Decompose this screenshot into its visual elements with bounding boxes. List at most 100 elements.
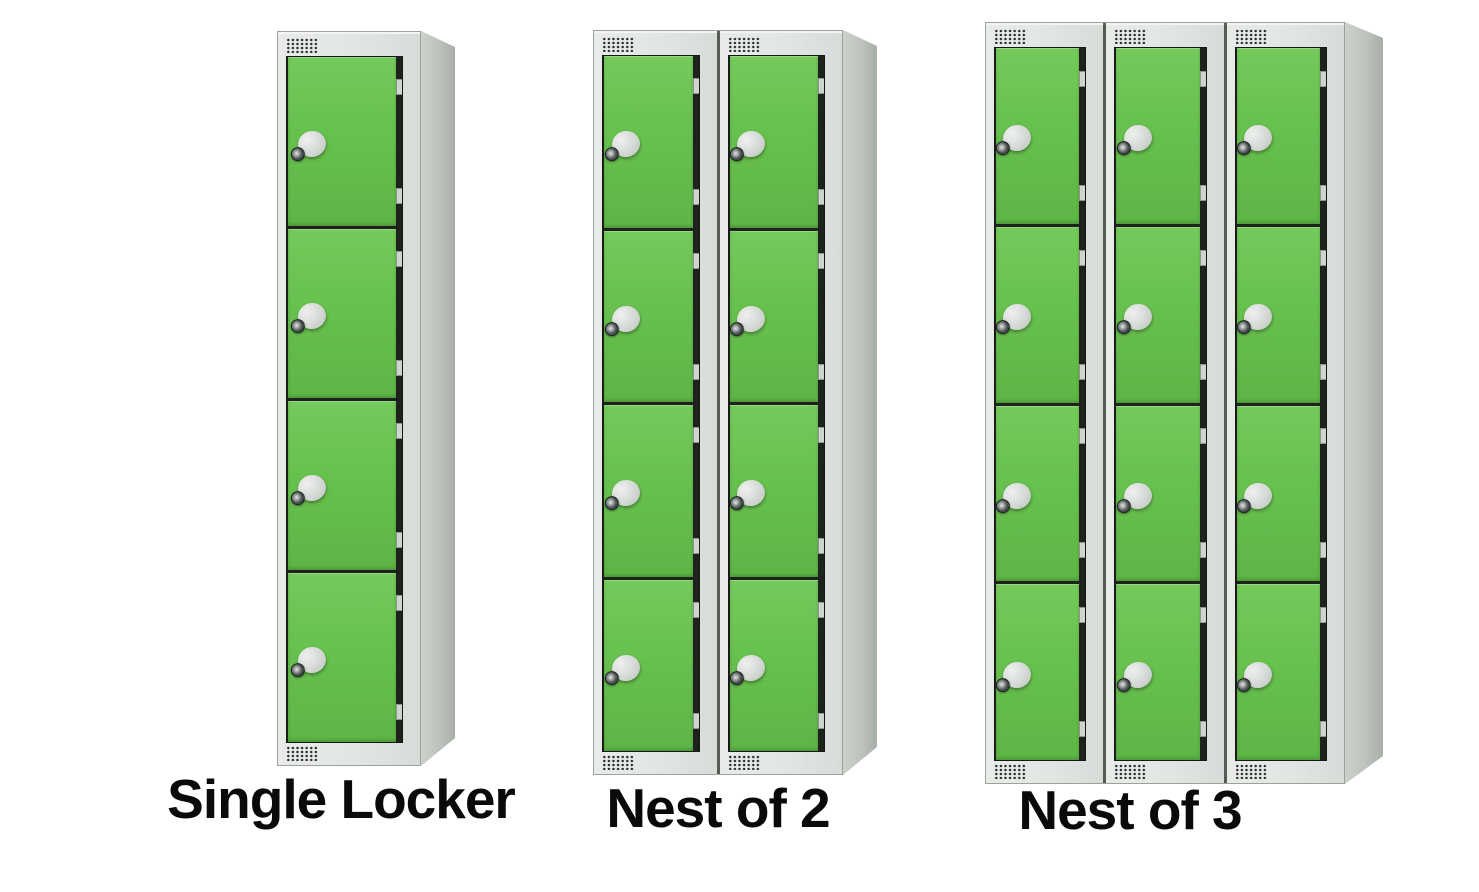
group-label: Single Locker <box>167 768 516 830</box>
door-hinge-icon <box>1319 70 1326 87</box>
key-lock-icon <box>994 676 1012 694</box>
door-hinge-icon <box>1079 184 1086 201</box>
door-handle-icon <box>994 301 1034 336</box>
vent-grille-icon <box>994 764 1026 779</box>
door-hinge-icon <box>396 78 402 95</box>
door-stack <box>286 56 403 743</box>
vent-grille-icon <box>1234 29 1267 44</box>
locker-column <box>986 23 1104 783</box>
door-hinge-icon <box>1079 70 1086 87</box>
key-lock-icon <box>1115 497 1132 515</box>
group-nest-of-3: Nest of 3 <box>937 14 1345 839</box>
key-lock-icon <box>728 320 746 338</box>
vent-grille-icon <box>1114 29 1147 44</box>
key-lock-icon <box>603 146 621 163</box>
door-hinge-icon <box>1319 428 1326 445</box>
door-handle-icon <box>289 472 329 507</box>
locker-door <box>288 229 402 398</box>
door-hinge-icon <box>1079 428 1086 445</box>
door-hinge-icon <box>692 189 699 206</box>
door-hinge-icon <box>1199 184 1206 201</box>
door-hinge-icon <box>818 712 824 729</box>
key-lock-icon <box>994 140 1012 157</box>
vent-grille-icon <box>286 38 318 53</box>
cabinet-front <box>985 22 1345 784</box>
door-hinge-icon <box>818 252 824 269</box>
door-handle-icon <box>289 644 329 679</box>
locker-door <box>1235 48 1326 224</box>
door-hinge-icon <box>396 532 402 549</box>
door-hinge-icon <box>692 538 699 555</box>
locker-door <box>728 230 824 402</box>
vent-grille-icon <box>602 37 634 52</box>
door-handle-icon <box>728 652 768 687</box>
door-handle-icon <box>1235 658 1275 694</box>
key-lock-icon <box>728 669 746 687</box>
door-handle-icon <box>1115 122 1155 157</box>
group-label: Nest of 2 <box>606 777 830 839</box>
locker-door <box>728 579 824 751</box>
door-hinge-icon <box>818 78 824 95</box>
locker-door <box>1115 48 1206 224</box>
group-nest-of-2: Nest of 2 <box>545 30 843 837</box>
locker-door <box>288 401 402 570</box>
key-lock-icon <box>603 495 621 512</box>
door-hinge-icon <box>396 422 402 439</box>
door-handle-icon <box>994 122 1034 157</box>
locker-door <box>1235 584 1326 760</box>
key-lock-icon <box>728 146 746 163</box>
door-handle-icon <box>728 303 768 338</box>
locker-column <box>1106 23 1224 783</box>
door-hinge-icon <box>1199 607 1206 624</box>
door-handle-icon <box>994 480 1034 515</box>
door-handle-icon <box>603 303 643 338</box>
key-lock-icon <box>289 146 306 163</box>
door-handle-icon <box>1115 480 1155 515</box>
door-hinge-icon <box>692 601 699 618</box>
locker-cabinet <box>229 31 421 776</box>
door-handle-icon <box>1115 301 1155 336</box>
door-handle-icon <box>603 128 643 163</box>
locker-cabinet <box>937 14 1345 794</box>
vent-grille-icon <box>994 29 1026 44</box>
door-hinge-icon <box>818 189 824 206</box>
door-handle-icon <box>1235 301 1275 336</box>
door-hinge-icon <box>1199 70 1206 87</box>
locker-door <box>603 56 699 228</box>
key-lock-icon <box>289 318 306 335</box>
door-hinge-icon <box>1199 363 1206 380</box>
key-lock-icon <box>1235 676 1253 694</box>
door-hinge-icon <box>692 252 699 269</box>
door-stack <box>1234 47 1327 761</box>
door-handle-icon <box>994 658 1034 694</box>
door-handle-icon <box>289 128 329 163</box>
cabinet-front <box>277 31 421 766</box>
door-handle-icon <box>1115 658 1155 694</box>
door-hinge-icon <box>818 538 824 555</box>
door-hinge-icon <box>1319 542 1326 559</box>
door-hinge-icon <box>818 601 824 618</box>
group-label: Nest of 3 <box>1018 779 1242 841</box>
locker-door <box>288 573 402 742</box>
door-hinge-icon <box>692 363 699 380</box>
key-lock-icon <box>994 497 1012 515</box>
door-hinge-icon <box>692 712 699 729</box>
vent-grille-icon <box>602 755 634 770</box>
door-hinge-icon <box>396 704 402 721</box>
locker-door <box>994 226 1086 403</box>
door-handle-icon <box>603 652 643 687</box>
locker-door <box>603 230 699 402</box>
door-hinge-icon <box>1199 428 1206 445</box>
door-hinge-icon <box>1319 249 1326 266</box>
door-handle-icon <box>1235 480 1275 515</box>
locker-cabinet <box>545 30 843 785</box>
locker-column <box>278 32 420 765</box>
key-lock-icon <box>728 495 746 512</box>
locker-door <box>288 57 402 226</box>
locker-door <box>994 405 1086 582</box>
vent-grille-icon <box>727 755 760 770</box>
door-handle-icon <box>1235 122 1275 157</box>
door-hinge-icon <box>396 250 402 267</box>
door-hinge-icon <box>1079 363 1086 380</box>
